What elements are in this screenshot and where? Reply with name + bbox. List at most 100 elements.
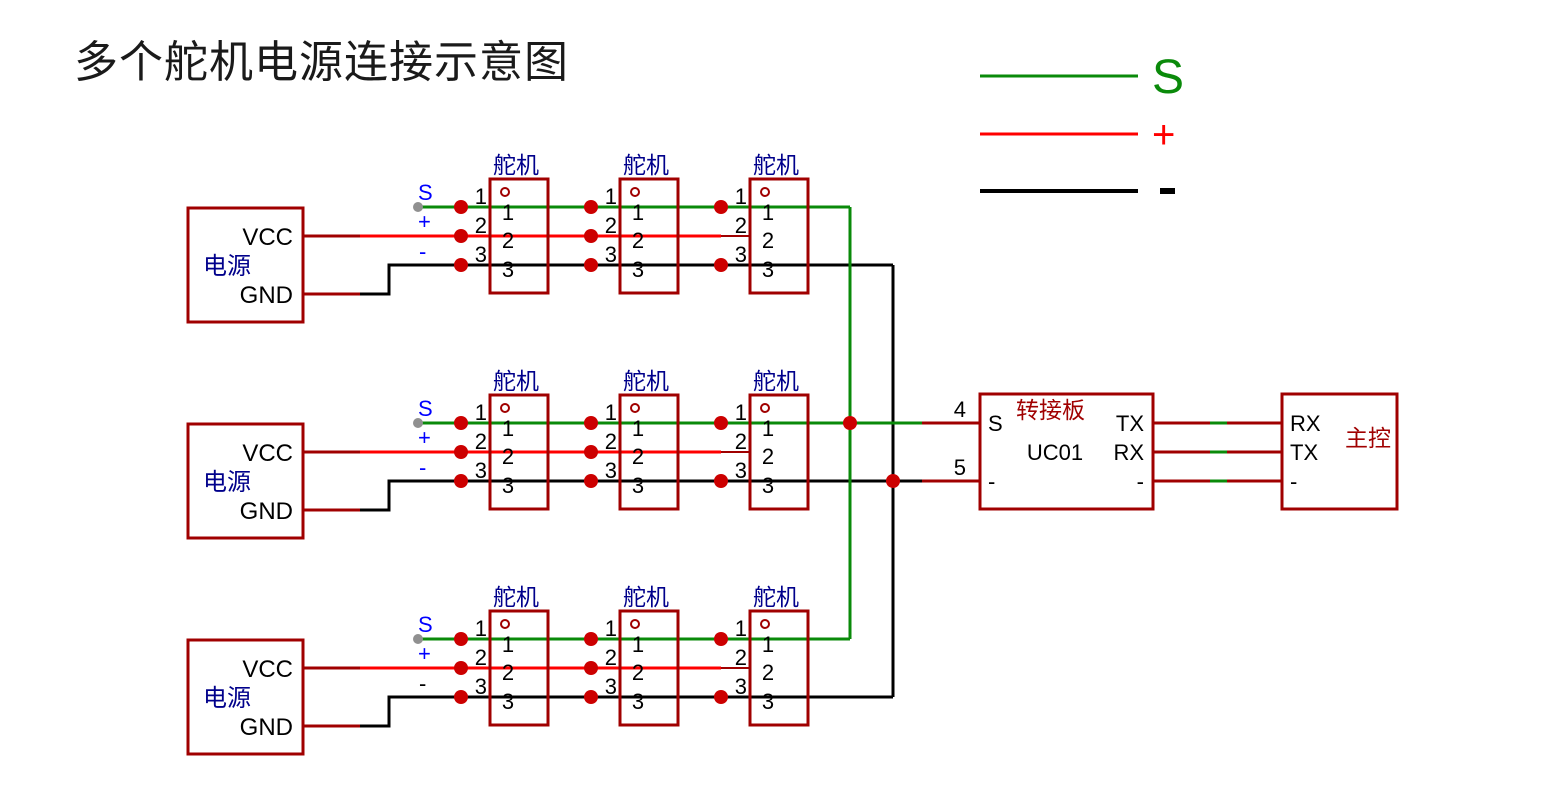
servo-outer-pin-1: 1 — [605, 616, 617, 641]
ground-wire — [360, 479, 893, 512]
servo-outer-pin-2: 2 — [605, 645, 617, 670]
servo-outer-pin-3: 3 — [475, 674, 487, 699]
junction-ground — [454, 258, 468, 272]
tag-ground: - — [419, 239, 426, 264]
servo-box — [488, 609, 550, 727]
junction-signal — [584, 416, 598, 430]
adapter-pin-rx: RX — [1113, 440, 1144, 465]
junction-power — [454, 661, 468, 675]
tag-power: + — [418, 641, 431, 666]
adapter-pin-minus: - — [988, 469, 995, 494]
servo-label: 舵机 — [623, 369, 669, 395]
junction-power — [584, 445, 598, 459]
pin1-marker-icon — [630, 403, 640, 413]
controller-box — [1280, 392, 1399, 511]
junction-ground — [714, 690, 728, 704]
servo-label: 舵机 — [493, 153, 539, 179]
servo-pin-1: 1 — [502, 416, 514, 441]
adapter-pin-s: S — [988, 411, 1003, 436]
adapter-box — [978, 392, 1155, 511]
servo-pin-3: 3 — [632, 257, 644, 282]
servo-outer-pin-2: 2 — [735, 213, 747, 238]
tag-power: + — [418, 425, 431, 450]
junction-ground — [584, 258, 598, 272]
junction-power — [584, 661, 598, 675]
pin1-marker-icon — [500, 403, 510, 413]
servo-pin-3: 3 — [762, 689, 774, 714]
adapter-title: 转接板 — [1016, 398, 1085, 424]
servo-pin-2: 2 — [632, 228, 644, 253]
power-supply-box — [186, 638, 305, 756]
controller-pin-minus: - — [1290, 469, 1297, 494]
controller-pin-rx: RX — [1290, 411, 1321, 436]
junction-signal — [714, 632, 728, 646]
servo-pin-2: 2 — [762, 228, 774, 253]
servo-pin-2: 2 — [632, 444, 644, 469]
servo-pin-2: 2 — [502, 228, 514, 253]
controller-pin-tx: TX — [1290, 440, 1318, 465]
tag-ground: - — [419, 671, 426, 696]
signal-start-node — [413, 418, 423, 428]
adapter-pin-tx: TX — [1116, 411, 1144, 436]
tag-signal: S — [418, 396, 433, 421]
power-pin-vcc: VCC — [242, 224, 293, 251]
junction-signal — [584, 200, 598, 214]
legend: S+ — [980, 51, 1184, 194]
junction-ground — [454, 690, 468, 704]
servo-outer-pin-2: 2 — [605, 429, 617, 454]
junction-signal — [584, 632, 598, 646]
servo-pin-3: 3 — [502, 257, 514, 282]
servo-pin-1: 1 — [762, 416, 774, 441]
servo-outer-pin-2: 2 — [735, 429, 747, 454]
ground-wire — [360, 695, 893, 728]
servo-pin-1: 1 — [632, 632, 644, 657]
servo-pin-2: 2 — [632, 660, 644, 685]
pin1-marker-icon — [630, 187, 640, 197]
servo-label: 舵机 — [753, 153, 799, 179]
servo-outer-pin-2: 2 — [475, 429, 487, 454]
pin1-marker-icon — [500, 187, 510, 197]
servo-outer-pin-3: 3 — [475, 242, 487, 267]
servo-box — [748, 609, 810, 727]
servo-outer-pin-1: 1 — [475, 616, 487, 641]
pin1-marker-icon — [500, 619, 510, 629]
junction-ground — [454, 474, 468, 488]
servo-label: 舵机 — [493, 369, 539, 395]
servo-box — [488, 177, 550, 295]
junctions — [413, 200, 900, 704]
power-pin-gnd: GND — [240, 498, 293, 525]
junction-signal — [454, 632, 468, 646]
signal-start-node — [413, 634, 423, 644]
tag-power: + — [418, 209, 431, 234]
pin1-marker-icon — [760, 619, 770, 629]
power-supply-box — [186, 206, 305, 324]
servo-label: 舵机 — [753, 585, 799, 611]
servo-outer-pin-2: 2 — [475, 645, 487, 670]
junction-ground — [714, 474, 728, 488]
power-supply-label: 电源 — [203, 684, 251, 712]
servo-box — [748, 393, 810, 511]
junction-signal — [454, 200, 468, 214]
pin1-marker-icon — [760, 403, 770, 413]
servo-pin-3: 3 — [632, 473, 644, 498]
ground-wire — [360, 263, 893, 296]
adapter-model: UC01 — [1027, 440, 1083, 465]
servo-outer-pin-1: 1 — [475, 400, 487, 425]
servo-pin-1: 1 — [502, 200, 514, 225]
servo-box — [618, 609, 680, 727]
junction-ground — [584, 474, 598, 488]
bus-junction-ground — [886, 474, 900, 488]
servo-outer-pin-3: 3 — [735, 674, 747, 699]
servo-outer-pin-3: 3 — [605, 242, 617, 267]
servo-outer-pin-3: 3 — [605, 674, 617, 699]
controller-title: 主控 — [1345, 426, 1391, 452]
tag-signal: S — [418, 180, 433, 205]
servo-label: 舵机 — [753, 369, 799, 395]
servo-pin-1: 1 — [762, 200, 774, 225]
servo-pin-3: 3 — [632, 689, 644, 714]
legend-symbol-ground — [1160, 188, 1175, 194]
servo-pin-3: 3 — [502, 473, 514, 498]
servo-label: 舵机 — [623, 585, 669, 611]
junction-ground — [714, 258, 728, 272]
servo-outer-pin-1: 1 — [605, 400, 617, 425]
